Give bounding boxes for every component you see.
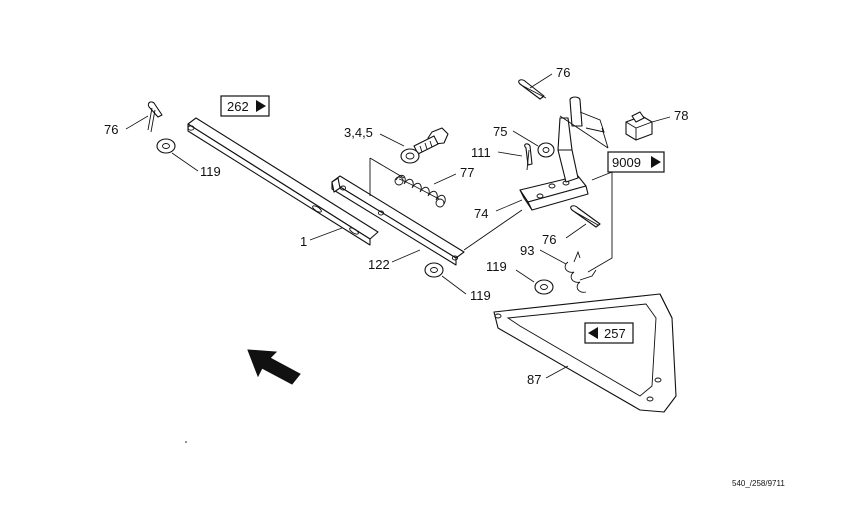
triangle-frame [493, 293, 677, 413]
cotter-pin-left [147, 101, 163, 133]
tension-spring [394, 174, 446, 208]
cotter-pin-111 [524, 143, 533, 171]
bar-part-122 [331, 175, 465, 266]
bolt-nut-assembly [400, 127, 449, 164]
callout-119-right: 119 [486, 259, 507, 274]
callout-1: 1 [300, 234, 307, 249]
bracket-plate [519, 96, 605, 211]
callout-76-left: 76 [104, 122, 118, 137]
callout-119-left: 119 [200, 164, 221, 179]
washer-75 [537, 142, 555, 158]
cotter-pin-right [570, 205, 601, 228]
leader-lines [125, 73, 671, 379]
ref-262-text: 262 [227, 99, 249, 114]
callout-93: 93 [520, 243, 534, 258]
construction-lines [369, 115, 613, 273]
ref-box-9009[interactable]: 9009 [607, 151, 665, 173]
arrow-right-icon [256, 100, 266, 112]
callout-111: 111 [471, 145, 491, 160]
callout-74: 74 [474, 206, 488, 221]
knob-78 [625, 111, 653, 141]
arrow-right-icon [651, 156, 661, 168]
callout-78: 78 [674, 108, 688, 123]
washer-left [156, 138, 176, 154]
direction-arrow-icon [247, 349, 301, 385]
rod-part-1 [187, 117, 379, 246]
drawing-code: 540_/258/9711 [732, 479, 785, 488]
torsion-spring [564, 250, 597, 293]
ref-9009-text: 9009 [612, 155, 641, 170]
stray-dot [185, 441, 187, 443]
callout-119-middle: 119 [470, 288, 491, 303]
callout-75: 75 [493, 124, 507, 139]
arrow-left-icon [588, 327, 598, 339]
callout-3-4-5: 3,4,5 [344, 125, 373, 140]
washer-middle [424, 262, 444, 278]
callout-76-top: 76 [556, 65, 570, 80]
ref-box-262[interactable]: 262 [220, 95, 270, 117]
callout-122: 122 [368, 257, 390, 272]
callout-76-right: 76 [542, 232, 556, 247]
ref-box-257[interactable]: 257 [584, 322, 634, 344]
ref-257-text: 257 [604, 326, 626, 341]
cotter-pin-top [518, 79, 547, 100]
callout-77: 77 [460, 165, 474, 180]
washer-right [534, 279, 554, 295]
callout-87: 87 [527, 372, 541, 387]
callout-labels: 76 119 1 3,4,5 77 122 119 76 75 111 78 7… [104, 65, 688, 387]
